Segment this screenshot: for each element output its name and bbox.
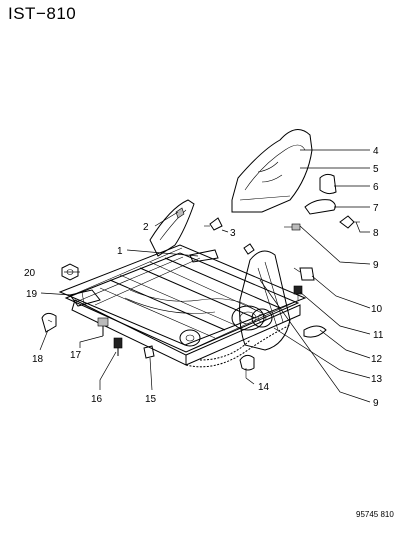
- part-3-clip: [204, 217, 223, 231]
- callout-10: 10: [371, 304, 383, 315]
- part-17-bolt: [97, 317, 109, 336]
- catalog-number: 95745 810: [356, 510, 394, 519]
- seat-frame-assembly: [58, 244, 307, 368]
- part-12-spring-clip: [303, 325, 327, 338]
- recliner-side-plate: [239, 250, 291, 351]
- part-18-bracket: [41, 312, 57, 333]
- callout-6: 6: [373, 182, 379, 193]
- callout-20: 20: [24, 268, 36, 279]
- callout-3: 3: [230, 228, 236, 239]
- part-7-recliner-handle: [304, 199, 336, 215]
- callout-2: 2: [143, 222, 149, 233]
- leader-lines: [39, 149, 371, 403]
- callout-14: 14: [258, 382, 270, 393]
- part-14-cap: [239, 354, 255, 378]
- callout-15: 15: [145, 394, 157, 405]
- part-6-knob: [319, 173, 337, 195]
- callout-13: 13: [371, 374, 383, 385]
- callout-17: 17: [70, 350, 82, 361]
- part-16-pin: [113, 337, 123, 356]
- part-15-clip: [143, 345, 155, 359]
- callout-9-lower: 9: [373, 398, 379, 409]
- callout-16: 16: [91, 394, 103, 405]
- callout-7: 7: [373, 203, 379, 214]
- part-10-bolt: [293, 267, 315, 281]
- callout-1: 1: [117, 246, 123, 257]
- callout-8: 8: [373, 228, 379, 239]
- callout-4: 4: [373, 146, 379, 157]
- callout-19: 19: [26, 289, 38, 300]
- part-11-nut: [293, 285, 303, 300]
- part-9-bolt-lower: [243, 243, 255, 255]
- callout-5: 5: [373, 164, 379, 175]
- diagram-title: IST−810: [8, 4, 77, 23]
- callout-9-upper: 9: [373, 260, 379, 271]
- callout-11: 11: [373, 330, 384, 341]
- callout-18: 18: [32, 354, 44, 365]
- part-4-recliner-cover: [231, 129, 313, 213]
- callout-12: 12: [371, 354, 383, 365]
- part-9-screw-upper: [284, 223, 301, 231]
- part-8-push-pin: [339, 215, 360, 229]
